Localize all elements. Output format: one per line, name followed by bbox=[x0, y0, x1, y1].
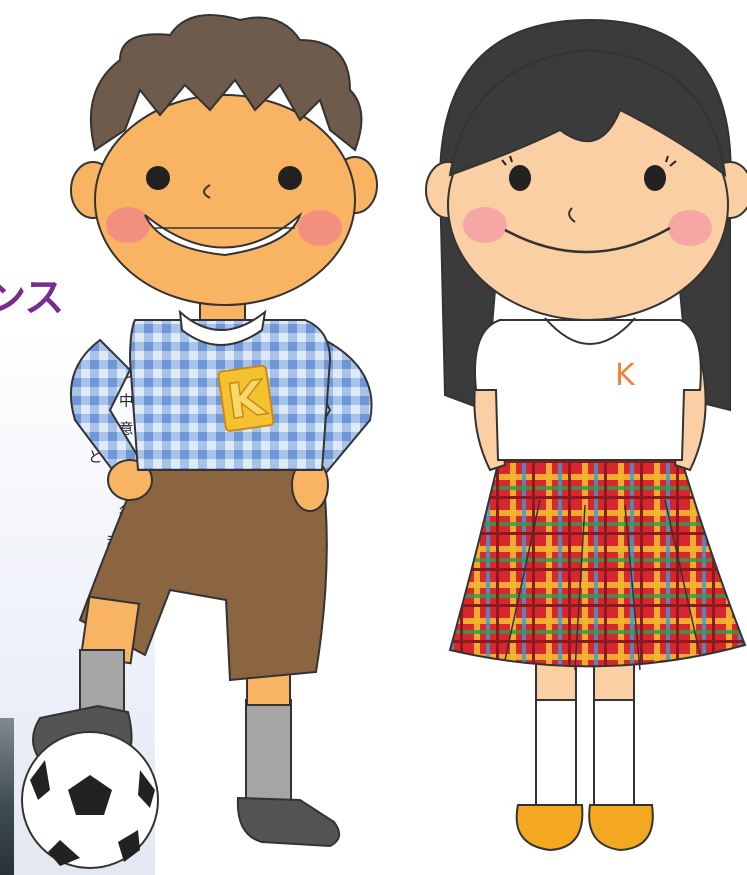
photo-edge bbox=[0, 718, 14, 875]
boy-shirt-letter: K bbox=[224, 370, 270, 431]
soccer-ball bbox=[21, 731, 159, 869]
girl-shirt-letter: K bbox=[615, 358, 636, 393]
section-heading: ンス bbox=[0, 275, 64, 321]
